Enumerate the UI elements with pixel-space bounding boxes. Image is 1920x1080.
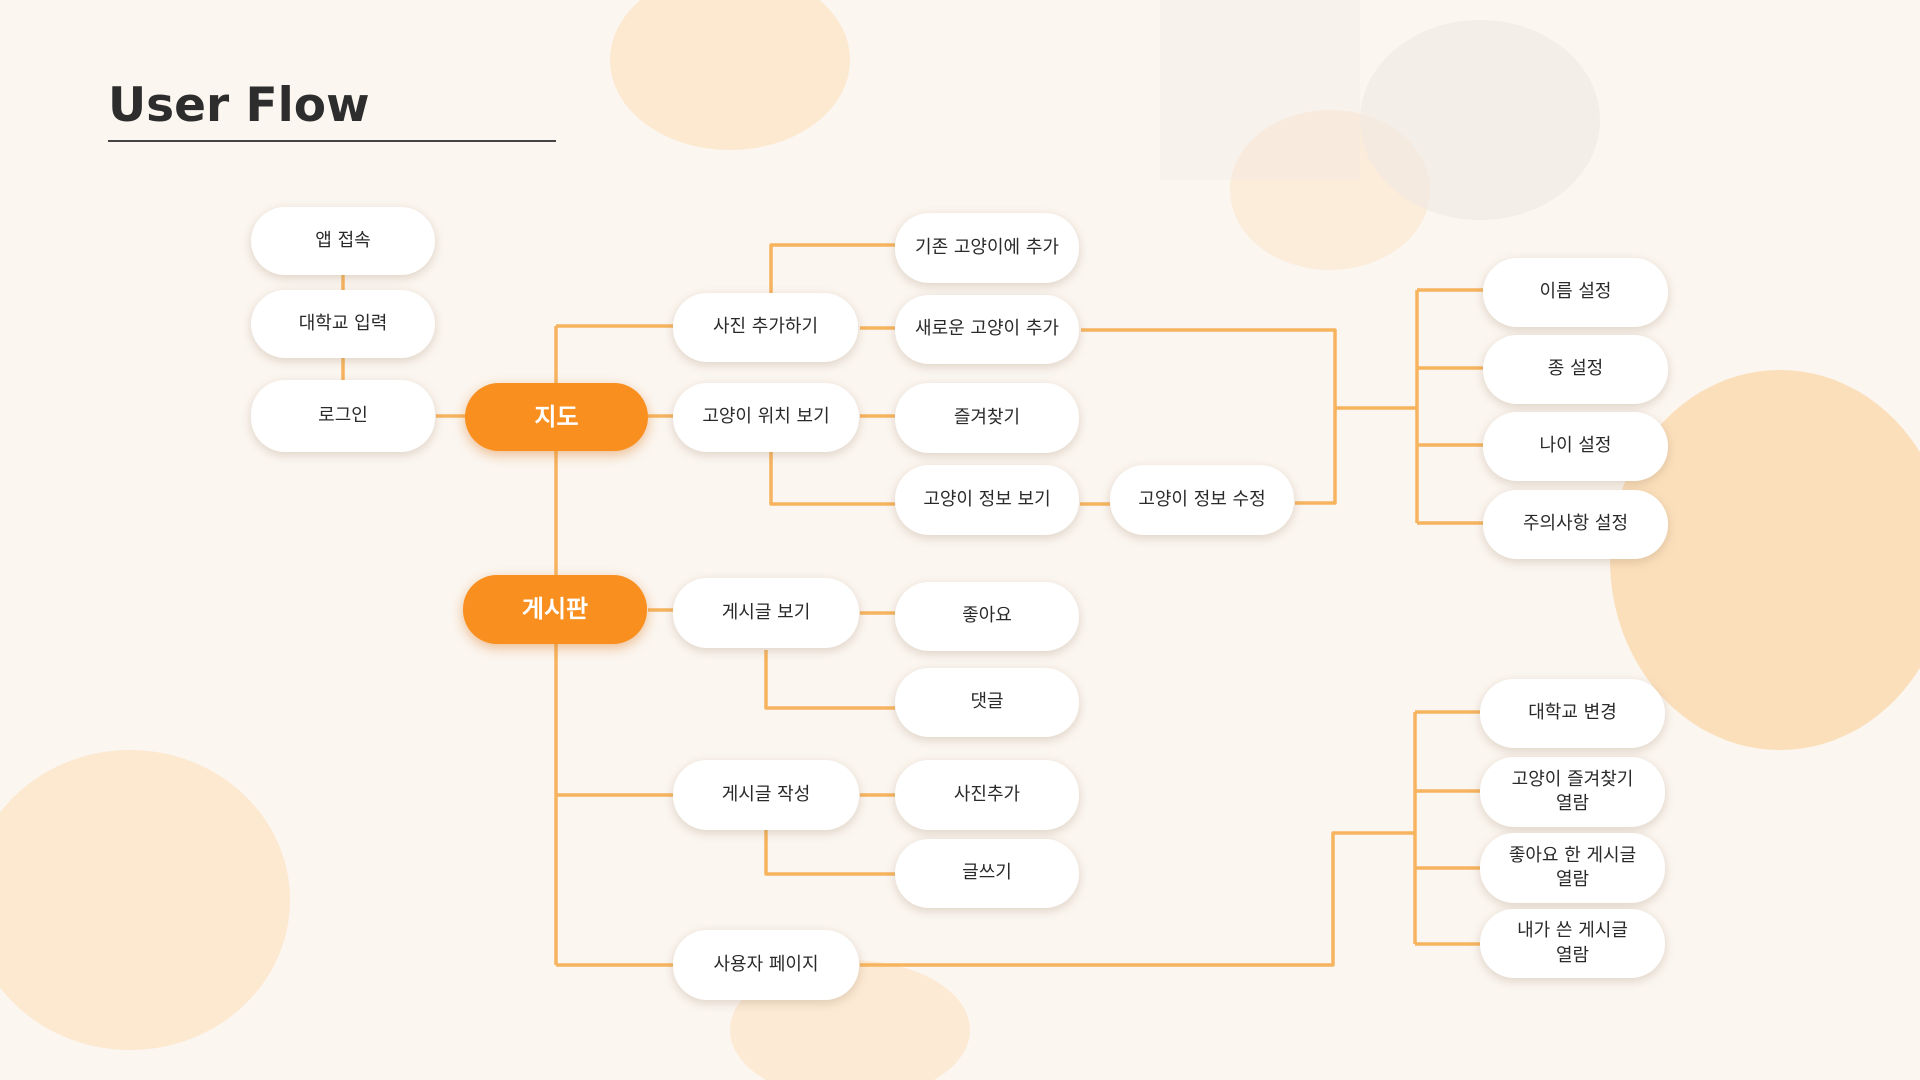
node-write-post: 게시글 작성 <box>673 760 859 830</box>
node-comment: 댓글 <box>895 668 1079 737</box>
node-login: 로그인 <box>251 380 435 452</box>
node-board: 게시판 <box>463 575 647 644</box>
node-add-new-cat: 새로운 고양이 추가 <box>895 295 1079 364</box>
node-view-cat-info: 고양이 정보 보기 <box>895 465 1079 535</box>
node-set-species: 종 설정 <box>1483 335 1668 404</box>
node-set-name: 이름 설정 <box>1483 258 1668 327</box>
node-add-photo: 사진 추가하기 <box>673 293 858 362</box>
node-favorites: 즐겨찾기 <box>895 383 1079 453</box>
node-view-cat-favorites: 고양이 즐겨찾기 열람 <box>1480 757 1665 827</box>
node-add-photo-post: 사진추가 <box>895 760 1079 830</box>
node-university-input: 대학교 입력 <box>251 290 435 358</box>
node-set-age: 나이 설정 <box>1483 412 1668 481</box>
node-edit-cat-info: 고양이 정보 수정 <box>1110 465 1294 535</box>
node-like: 좋아요 <box>895 582 1079 651</box>
node-view-post: 게시글 보기 <box>673 578 859 648</box>
node-write-text: 글쓰기 <box>895 839 1079 908</box>
node-app-access: 앱 접속 <box>251 207 435 275</box>
node-change-university: 대학교 변경 <box>1480 679 1665 748</box>
node-set-precautions: 주의사항 설정 <box>1483 490 1668 559</box>
node-view-my-posts: 내가 쓴 게시글 열람 <box>1480 909 1665 978</box>
node-add-to-existing-cat: 기존 고양이에 추가 <box>895 213 1079 283</box>
title-underline <box>108 140 556 142</box>
page-title: User Flow <box>108 78 370 133</box>
node-user-page: 사용자 페이지 <box>673 930 859 1000</box>
node-view-liked-posts: 좋아요 한 게시글 열람 <box>1480 833 1665 903</box>
node-map: 지도 <box>465 383 648 451</box>
node-view-cat-location: 고양이 위치 보기 <box>673 383 859 452</box>
